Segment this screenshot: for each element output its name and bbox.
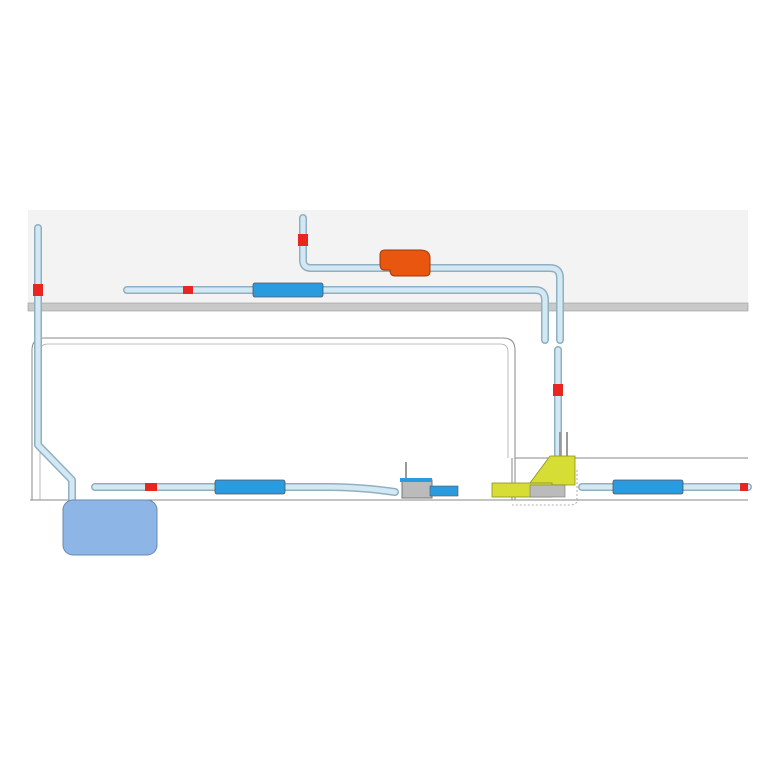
- valve-icon: [298, 234, 308, 246]
- valve-icon: [183, 286, 193, 294]
- valve-icon: [33, 284, 43, 296]
- filters: [214, 282, 684, 495]
- inline-filter-icon: [214, 479, 286, 495]
- mini-pump-icon: [400, 462, 459, 499]
- reservoir-tank-icon: [62, 499, 158, 556]
- ceiling-pump-icon: [379, 249, 431, 277]
- inline-filter-icon: [252, 282, 324, 298]
- valves: [33, 234, 748, 491]
- inline-filter-icon: [612, 479, 684, 495]
- valve-icon: [553, 384, 563, 396]
- valve-icon: [145, 483, 157, 491]
- room-outline: [31, 337, 516, 500]
- tank-pump-icon: [491, 432, 576, 498]
- room-inner-outline: [39, 343, 509, 500]
- ceiling-slab: [27, 302, 749, 312]
- valve-icon: [740, 483, 748, 491]
